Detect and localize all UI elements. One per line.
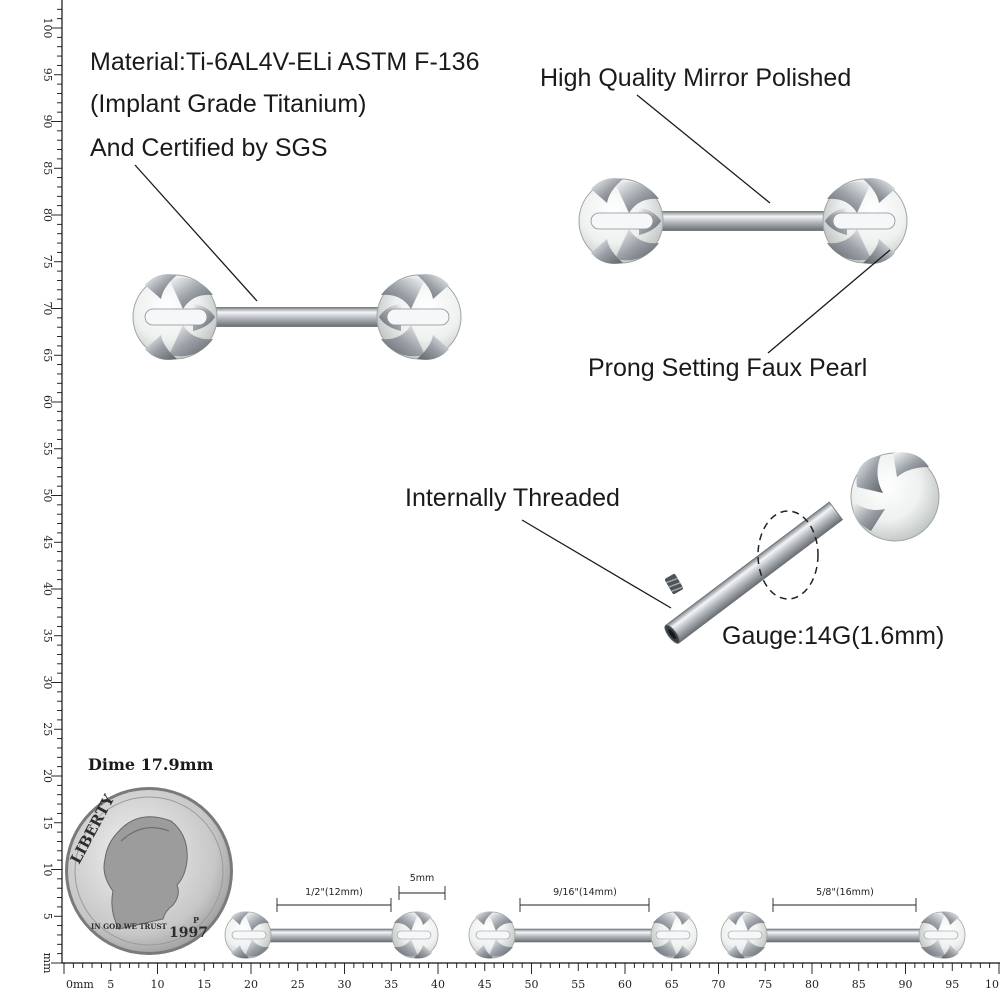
ruler-x-label: 10 (985, 978, 999, 991)
ruler-y-label: 5 (41, 913, 54, 920)
ruler-x-label: 25 (291, 978, 305, 991)
size-barbell-16mm (720, 911, 966, 959)
ruler-y-label: 40 (41, 582, 54, 596)
ruler-x-label: 5 (107, 978, 114, 991)
ruler-y-label: 90 (41, 115, 54, 129)
ruler-y-label: 50 (41, 489, 54, 503)
ruler-x-label: 75 (758, 978, 772, 991)
callout-lines (134, 94, 891, 609)
material-callout-line3: And Certified by SGS (90, 134, 328, 162)
ruler-y-label: 70 (41, 302, 54, 316)
ruler-x-label: 35 (384, 978, 398, 991)
ruler-y-label: 20 (41, 769, 54, 783)
ruler-x-label: 65 (665, 978, 679, 991)
dime-size-label: Dime 17.9mm (88, 755, 214, 774)
ruler-y-label: 25 (41, 722, 54, 736)
ruler-x-label: 70 (712, 978, 726, 991)
ruler-y-label: 15 (41, 816, 54, 830)
dime-motto: IN GOD WE TRUST (91, 922, 168, 931)
ruler-x-label: 95 (945, 978, 959, 991)
size-label-14mm: 9/16"(14mm) (553, 887, 617, 898)
ruler-y-label: 10 (41, 863, 54, 877)
barbell-disassembled (664, 452, 940, 644)
ruler-y-label: 80 (41, 208, 54, 222)
ruler-x-label: 90 (899, 978, 913, 991)
size-label-ball-5mm: 5mm (410, 873, 435, 884)
ruler-y-label: 95 (41, 68, 54, 82)
ruler-x-label: 0mm (66, 978, 94, 991)
material-callout-line2: (Implant Grade Titanium) (90, 90, 367, 118)
internally-threaded-callout: Internally Threaded (405, 484, 620, 512)
ruler-x-label: 50 (525, 978, 539, 991)
dime-year: 1997 (169, 925, 208, 941)
ruler-y-label: 65 (41, 348, 54, 362)
size-barbell-12mm (224, 911, 439, 959)
ruler-y-label: 85 (41, 161, 54, 175)
ruler-x-label: 40 (431, 978, 445, 991)
dime-coin: LIBERTY IN GOD WE TRUST 1997 P (65, 787, 233, 955)
barbell-front-view (132, 273, 462, 361)
gauge-callout: Gauge:14G(1.6mm) (722, 622, 945, 650)
ruler-y-label: 60 (41, 395, 54, 409)
dime-mint: P (193, 915, 199, 925)
ruler-x-label: 80 (805, 978, 819, 991)
bottom-ruler: 0mm 5 10 15 20 25 30 35 40 45 50 55 60 65 70 75 80 85 90 95… (62, 962, 1000, 991)
ruler-x-label: 45 (478, 978, 492, 991)
ruler-x-label: 55 (571, 978, 585, 991)
ruler-x-label: 20 (244, 978, 258, 991)
mirror-polished-callout: High Quality Mirror Polished (540, 64, 852, 92)
ruler-x-label: 15 (197, 978, 211, 991)
size-label-12mm: 1/2"(12mm) (305, 887, 363, 898)
dimension-brackets (276, 886, 917, 912)
ruler-x-label: 30 (338, 978, 352, 991)
size-barbell-14mm (468, 911, 698, 959)
ruler-y-label: 75 (41, 255, 54, 269)
ruler-y-label: 55 (41, 442, 54, 456)
ruler-x-label: 85 (852, 978, 866, 991)
size-label-16mm: 5/8"(16mm) (816, 887, 874, 898)
prong-setting-callout: Prong Setting Faux Pearl (588, 354, 868, 382)
ruler-y-label: mm (41, 953, 54, 974)
ruler-x-label: 60 (618, 978, 632, 991)
material-callout-line1: Material:Ti-6AL4V-ELi ASTM F-136 (90, 48, 480, 76)
ruler-y-label: 30 (41, 676, 54, 690)
barbell-angled-view (578, 177, 908, 265)
ruler-y-label: 35 (41, 629, 54, 643)
ruler-y-label: 100 (41, 18, 54, 39)
left-ruler: mm 5 10 15 20 25 30 35 40 45 50 55 60 65 70 75 80 85 90 95 1… (41, 0, 63, 974)
ruler-y-label: 45 (41, 535, 54, 549)
ruler-x-label: 10 (151, 978, 165, 991)
